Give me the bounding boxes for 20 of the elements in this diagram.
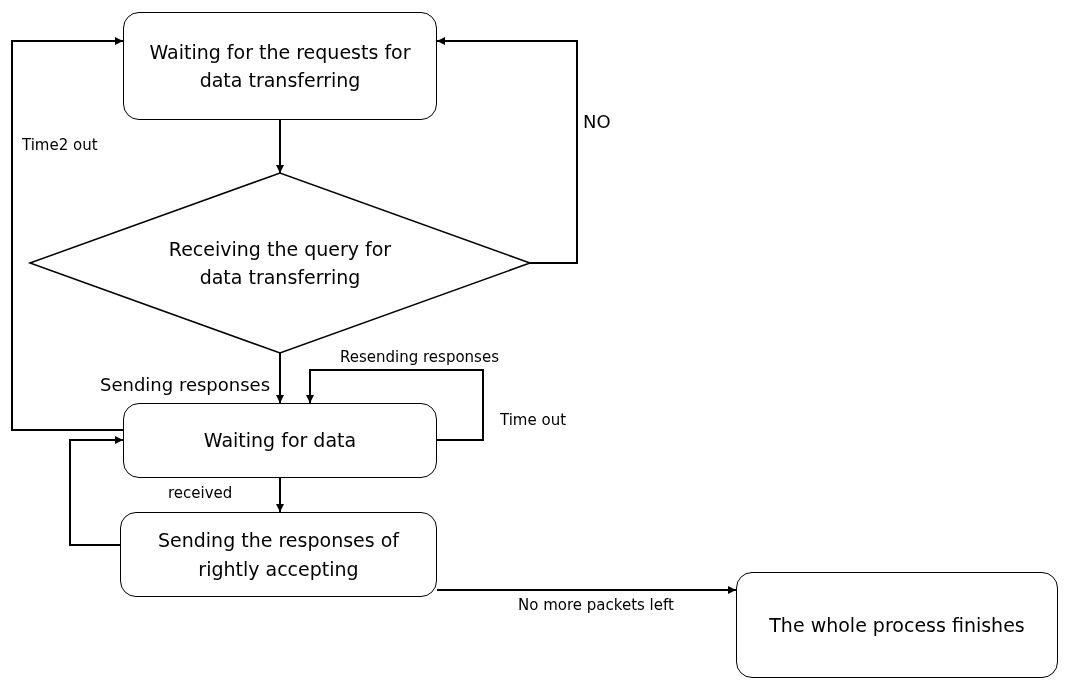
node-text: Waiting for the requests for data transferring — [148, 39, 412, 93]
annotation-text: Resending responses — [340, 348, 499, 366]
process-box — [123, 403, 437, 478]
arrow — [276, 119, 284, 174]
edge-label: Sending responses — [100, 374, 271, 396]
node-text: The whole process finishes — [768, 612, 1026, 638]
node-text: Receiving the query for data transferring — [167, 236, 393, 290]
process-box — [120, 512, 437, 597]
edge-label: No more packets left — [518, 596, 674, 614]
node-text: Sending the responses of rightly accepting — [156, 528, 401, 582]
arrow — [276, 352, 284, 404]
arrow — [436, 37, 578, 264]
arrow — [11, 37, 124, 431]
node-text: Waiting for data — [202, 428, 358, 454]
arrow — [436, 586, 737, 594]
arrow — [69, 436, 124, 546]
arrow — [306, 369, 484, 441]
process-box — [123, 12, 437, 120]
process-box — [736, 572, 1058, 678]
arrow — [276, 477, 284, 513]
